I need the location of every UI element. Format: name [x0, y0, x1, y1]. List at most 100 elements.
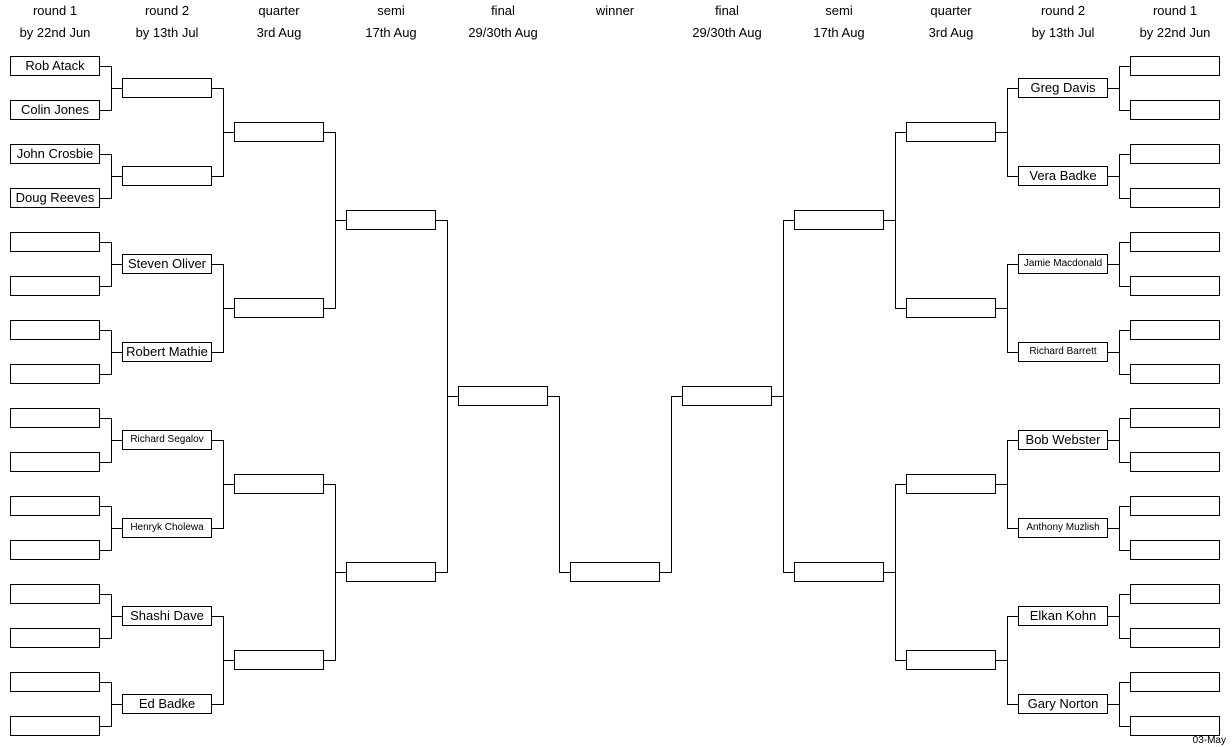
left-round2-slot[interactable]: Ed Badke	[122, 694, 212, 714]
right-round1-slot[interactable]	[1130, 276, 1220, 296]
bracket-line	[100, 638, 111, 639]
bracket-line	[783, 220, 794, 221]
right-semi-slot[interactable]	[794, 562, 884, 582]
right-round1-slot[interactable]	[1130, 56, 1220, 76]
left-round2-slot[interactable]	[122, 166, 212, 186]
bracket-line	[1119, 374, 1130, 375]
left-round1-slot[interactable]	[10, 628, 100, 648]
right-round1-slot[interactable]	[1130, 496, 1220, 516]
left-round1-slot[interactable]	[10, 672, 100, 692]
bracket-line	[1007, 352, 1018, 353]
left-round2-slot[interactable]: Shashi Dave	[122, 606, 212, 626]
column-date: 29/30th Aug	[692, 25, 762, 40]
left-round1-slot[interactable]	[10, 716, 100, 736]
right-semi-slot[interactable]	[794, 210, 884, 230]
left-round2-slot[interactable]: Steven Oliver	[122, 254, 212, 274]
left-round1-slot[interactable]	[10, 232, 100, 252]
left-final-slot[interactable]	[458, 386, 548, 406]
right-round2-slot[interactable]: Elkan Kohn	[1018, 606, 1108, 626]
right-round1-slot[interactable]	[1130, 540, 1220, 560]
left-round1-slot[interactable]: Colin Jones	[10, 100, 100, 120]
right-round1-slot[interactable]	[1130, 364, 1220, 384]
left-quarter-slot[interactable]	[234, 122, 324, 142]
left-round2-slot[interactable]: Henryk Cholewa	[122, 518, 212, 538]
left-round1-slot[interactable]	[10, 452, 100, 472]
bracket-line	[1007, 264, 1018, 265]
left-quarter-slot[interactable]	[234, 298, 324, 318]
left-round2-slot[interactable]	[122, 78, 212, 98]
right-quarter-slot[interactable]	[906, 650, 996, 670]
bracket-line	[100, 506, 111, 507]
right-quarter-slot[interactable]	[906, 474, 996, 494]
winner-slot[interactable]	[570, 562, 660, 582]
left-round1-slot[interactable]: Rob Atack	[10, 56, 100, 76]
bracket-line	[1119, 682, 1130, 683]
right-round2-slot[interactable]: Bob Webster	[1018, 430, 1108, 450]
bracket-line	[1108, 176, 1119, 177]
left-round1-slot[interactable]	[10, 540, 100, 560]
bracket-line	[111, 616, 122, 617]
bracket-line	[548, 396, 559, 397]
left-round1-slot[interactable]	[10, 496, 100, 516]
right-round1-slot[interactable]	[1130, 628, 1220, 648]
bracket-line	[100, 682, 111, 683]
left-round1-slot[interactable]: John Crosbie	[10, 144, 100, 164]
left-round1-slot[interactable]	[10, 408, 100, 428]
bracket-line	[1007, 176, 1018, 177]
bracket-line	[100, 66, 111, 67]
bracket-line	[100, 110, 111, 111]
right-round2-slot[interactable]: Vera Badke	[1018, 166, 1108, 186]
bracket-line	[447, 396, 458, 397]
left-quarter-slot[interactable]	[234, 650, 324, 670]
bracket-line	[1108, 440, 1119, 441]
column-date: by 13th Jul	[1031, 25, 1095, 40]
bracket-line	[335, 572, 346, 573]
bracket-line	[111, 440, 122, 441]
right-quarter-slot[interactable]	[906, 298, 996, 318]
bracket-line	[1108, 352, 1119, 353]
bracket-line	[100, 594, 111, 595]
left-round1-slot[interactable]	[10, 276, 100, 296]
right-round1-slot[interactable]	[1130, 320, 1220, 340]
left-semi-slot[interactable]	[346, 210, 436, 230]
left-round1-slot[interactable]	[10, 320, 100, 340]
right-round1-slot[interactable]	[1130, 408, 1220, 428]
right-round2-slot[interactable]: Gary Norton	[1018, 694, 1108, 714]
right-round1-slot[interactable]	[1130, 188, 1220, 208]
left-round2-slot[interactable]: Richard Segalov	[122, 430, 212, 450]
left-semi-slot[interactable]	[346, 562, 436, 582]
right-round1-slot[interactable]	[1130, 716, 1220, 736]
bracket-line	[100, 330, 111, 331]
right-round1-slot[interactable]	[1130, 144, 1220, 164]
column-date: 3rd Aug	[928, 25, 974, 40]
right-round2-slot[interactable]: Richard Barrett	[1018, 342, 1108, 362]
right-round1-slot[interactable]	[1130, 672, 1220, 692]
left-round1-slot[interactable]	[10, 364, 100, 384]
right-round1-slot[interactable]	[1130, 584, 1220, 604]
right-round1-slot[interactable]	[1130, 452, 1220, 472]
right-final-slot[interactable]	[682, 386, 772, 406]
bracket-line	[1119, 330, 1120, 375]
bracket-line	[212, 440, 223, 441]
right-round2-slot[interactable]: Greg Davis	[1018, 78, 1108, 98]
bracket-line	[660, 572, 671, 573]
left-quarter-slot[interactable]	[234, 474, 324, 494]
bracket-line	[1119, 286, 1130, 287]
bracket-line	[1007, 616, 1018, 617]
right-quarter-slot[interactable]	[906, 122, 996, 142]
left-round1-slot[interactable]	[10, 584, 100, 604]
bracket-line	[884, 572, 895, 573]
right-round2-slot[interactable]: Anthony Muzlish	[1018, 518, 1108, 538]
right-round1-slot[interactable]	[1130, 100, 1220, 120]
right-round1-slot[interactable]	[1130, 232, 1220, 252]
right-round2-slot[interactable]: Jamie Macdonald	[1018, 254, 1108, 274]
column-date: 17th Aug	[365, 25, 417, 40]
bracket-line	[783, 572, 794, 573]
left-round1-slot[interactable]: Doug Reeves	[10, 188, 100, 208]
left-round2-slot[interactable]: Robert Mathie	[122, 342, 212, 362]
